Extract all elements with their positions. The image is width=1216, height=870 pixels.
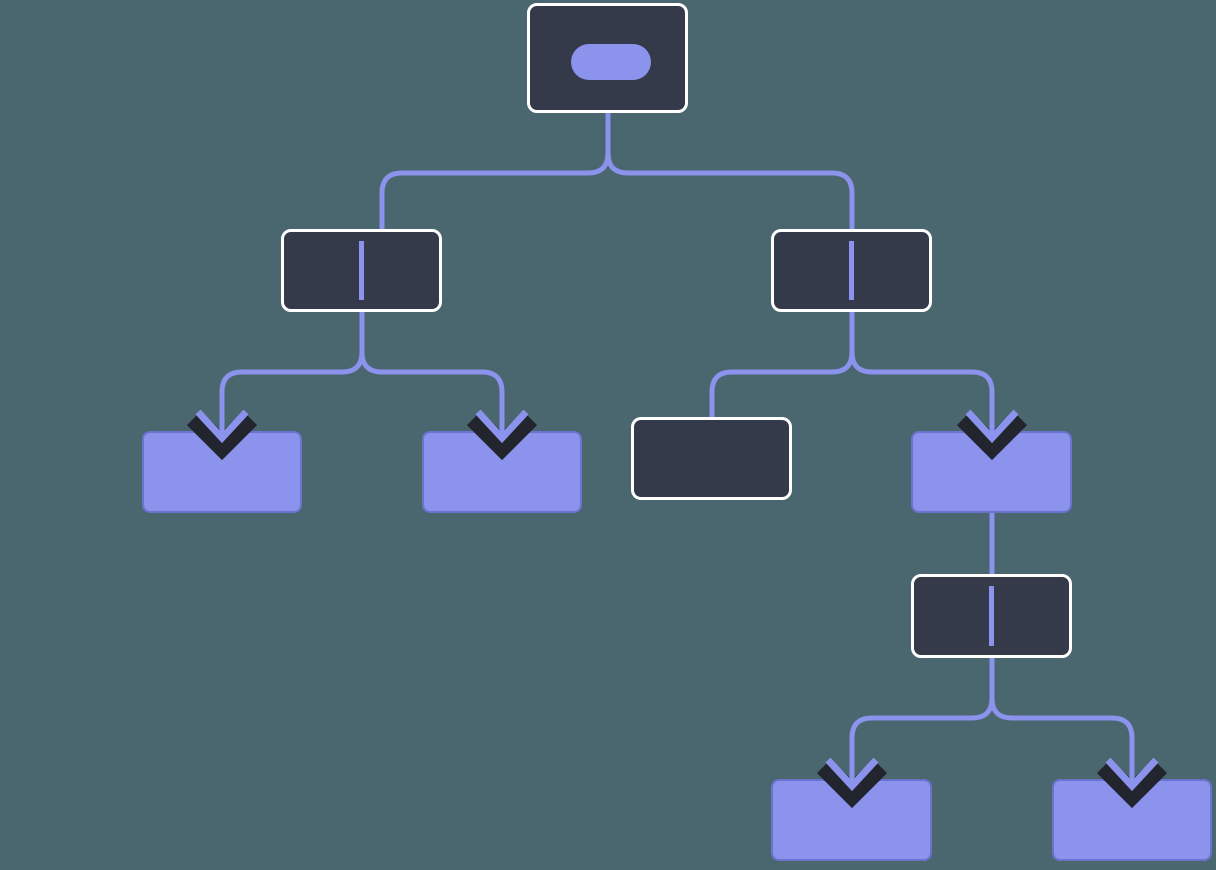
edge-e-root-l1right[interactable] [605,60,855,229]
edge-e-l1right-l2d[interactable] [849,270,995,432]
node-l2-a[interactable] [142,431,302,513]
node-l2-b[interactable] [422,431,582,513]
node-l2-d[interactable] [911,431,1072,513]
edge-e-l1left-l2b[interactable] [359,270,505,432]
edge-e-l3a-l4b[interactable] [989,616,1135,780]
node-badge-pill [571,44,651,80]
node-root[interactable] [527,3,688,113]
node-l1-right[interactable] [771,229,932,312]
node-l4-a[interactable] [771,779,932,861]
node-l4-b[interactable] [1052,779,1212,861]
node-l1-left[interactable] [281,229,442,312]
node-l2-c[interactable] [631,417,792,500]
node-l3-a[interactable] [911,574,1072,658]
